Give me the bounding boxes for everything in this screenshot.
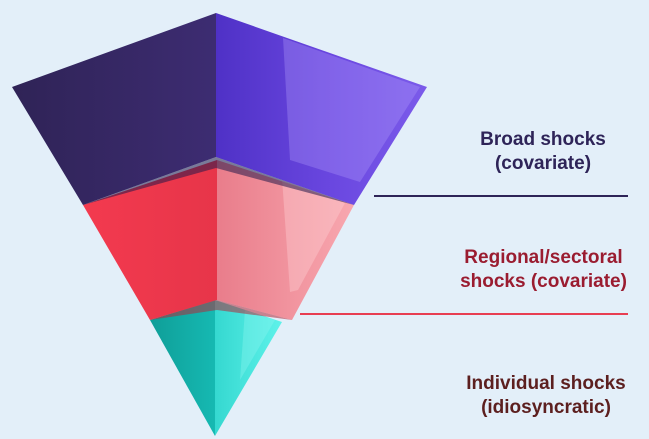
layer-regional <box>83 160 354 320</box>
label-broad-shocks: Broad shocks (covariate) <box>460 128 626 176</box>
layer-broad-bottom-edge <box>83 157 354 205</box>
layer-regional-bottom-edge <box>150 300 292 320</box>
layer-regional-left-face <box>83 160 217 320</box>
layer-broad-left-face <box>12 13 216 205</box>
layer-broad-highlight <box>283 38 420 182</box>
layer-individual-highlight <box>240 310 275 380</box>
layer-individual-right-face <box>215 300 282 436</box>
label-regional-line1: Regional/sectoral <box>464 247 623 268</box>
label-broad-line2: (covariate) <box>494 153 592 174</box>
layer-individual <box>150 300 282 436</box>
label-regional-line2: shocks (covariate) <box>460 271 627 292</box>
label-individual-line1: Individual shocks <box>466 373 626 394</box>
layer-broad-right-face <box>216 13 427 205</box>
layer-broad <box>12 13 427 205</box>
label-broad-line1: Broad shocks <box>480 129 606 150</box>
layer-regional-right-face <box>217 160 354 320</box>
label-individual-shocks: Individual shocks (idiosyncratic) <box>446 372 646 420</box>
label-regional-shocks: Regional/sectoral shocks (covariate) <box>438 246 649 294</box>
layer-regional-highlight <box>282 178 345 292</box>
layer-individual-left-face <box>150 300 215 436</box>
label-individual-line2: (idiosyncratic) <box>481 397 611 418</box>
